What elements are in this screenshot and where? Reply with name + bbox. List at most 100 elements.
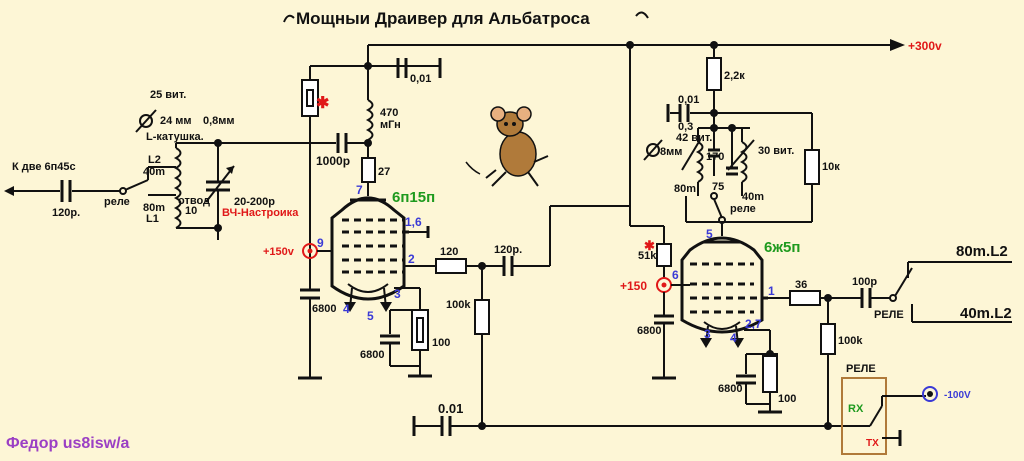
stage2-r51k bbox=[656, 243, 672, 267]
stage1-tube-envelope bbox=[330, 196, 406, 301]
stage2-tube-name: 6ж5п bbox=[764, 239, 800, 256]
stage2-c6800b: 6800 bbox=[718, 383, 742, 395]
stage2-turns2: 30 вит. bbox=[758, 145, 794, 157]
stage1-pin5: 5 bbox=[367, 309, 374, 323]
stage2-relay-arm bbox=[713, 198, 723, 219]
title-tilde-left bbox=[283, 14, 295, 23]
stage2-pin6: 6 bbox=[672, 268, 679, 282]
stage1-c6800a: 6800 bbox=[312, 303, 336, 315]
coil-dia-line bbox=[135, 109, 157, 133]
stage2-dia: 8мм bbox=[660, 146, 682, 158]
stage2-pin1: 1 bbox=[768, 284, 775, 298]
stage2-r36-label: 36 bbox=[795, 279, 807, 291]
stage2-band80: 80m bbox=[674, 183, 696, 195]
stage2-tube-envelope bbox=[680, 236, 764, 334]
stage2-r51k-label: 51k bbox=[638, 250, 657, 262]
stage1-choke-val: 470 bbox=[380, 107, 398, 119]
input-relay-contact bbox=[119, 187, 127, 195]
input-label: К две 6п45с bbox=[12, 161, 76, 173]
input-arrow bbox=[4, 186, 14, 196]
coil-dia: 24 мм bbox=[160, 115, 192, 127]
stage2-c6800a: 6800 bbox=[637, 325, 661, 337]
stage1-r100-label: 100 bbox=[432, 337, 450, 349]
title-tilde-right bbox=[635, 11, 649, 19]
stage2-pin3: 3 bbox=[704, 327, 711, 341]
stage1-pin7: 7 bbox=[356, 183, 363, 197]
stage1-r27 bbox=[361, 157, 376, 183]
relay-box-title: РЕЛЕ bbox=[846, 363, 876, 375]
coil-l2-band: 40m bbox=[143, 166, 165, 178]
input-cap-label: 120p. bbox=[52, 207, 80, 219]
input-coil bbox=[173, 147, 182, 229]
supply-minus100-label: -100V bbox=[944, 390, 971, 401]
stage2-r22k-label: 2,2к bbox=[724, 70, 745, 82]
output-40m-label: 40m.L2 bbox=[960, 305, 1012, 322]
supply-300v-label: +300v bbox=[908, 39, 942, 53]
stage1-pin2: 2 bbox=[408, 252, 415, 266]
adjust-mark: ✱ bbox=[316, 95, 329, 112]
stage2-cathode bbox=[703, 321, 741, 330]
stage1-tube-name: 6п15п bbox=[392, 189, 435, 206]
stage2-c75: 75 bbox=[712, 181, 724, 193]
coil-l1: L1 bbox=[146, 213, 159, 225]
coil-name: L-катушка. bbox=[146, 131, 204, 143]
input-relay-arm bbox=[124, 179, 149, 191]
stage1-c-top: 0,01 bbox=[410, 73, 431, 85]
coupling-r120-label: 120 bbox=[440, 246, 458, 258]
relay-box bbox=[841, 377, 887, 455]
output-80m-label: 80m.L2 bbox=[956, 243, 1008, 260]
tune-range: 20-200p bbox=[234, 196, 275, 208]
rail-arrow bbox=[890, 39, 905, 51]
bias-cap-label: 0.01 bbox=[438, 401, 463, 416]
stage1-choke-unit: мГн bbox=[380, 119, 401, 131]
stage1-choke bbox=[365, 99, 374, 141]
stage2-dia-icon bbox=[646, 143, 660, 157]
stage2-c170: 170 bbox=[706, 151, 724, 163]
coil-tap-num: 10 bbox=[185, 205, 197, 217]
coil-tap: отвод bbox=[178, 195, 210, 207]
stage2-r100 bbox=[762, 355, 778, 393]
stage2-adjust-mark: ✱ bbox=[644, 238, 655, 253]
stage1-pin9: 9 bbox=[317, 236, 324, 250]
coupling-r100k bbox=[474, 299, 490, 335]
output-relay-label: РЕЛЕ bbox=[874, 309, 904, 321]
coil-l1-band: 80m bbox=[143, 202, 165, 214]
stage2-turns: 42 вит. bbox=[676, 132, 712, 144]
stage2-r10k bbox=[804, 149, 820, 185]
stage1-bias: +150v bbox=[263, 246, 295, 258]
stage2-r22k bbox=[706, 57, 722, 91]
stage2-turns-dia: 0,3 bbox=[678, 121, 693, 133]
input-relay-label: реле bbox=[104, 196, 130, 208]
relay-tx-label: TX bbox=[866, 438, 879, 449]
stage1-pin4: 4 bbox=[343, 302, 350, 316]
stage2-bias: +150 bbox=[620, 279, 647, 293]
stage2-band40: 40m bbox=[742, 191, 764, 203]
stage1-c1000: 1000p bbox=[316, 154, 350, 168]
stage2-coil-80m bbox=[695, 141, 704, 183]
author-credit: Федор us8isw/a bbox=[6, 435, 130, 452]
coupling-c120: 120p. bbox=[494, 244, 522, 256]
coupling-r120 bbox=[435, 258, 467, 274]
relay-box-arm bbox=[869, 405, 883, 427]
mouse-cartoon bbox=[465, 106, 549, 187]
coil-dia-icon bbox=[139, 114, 153, 128]
stage1-c6800b: 6800 bbox=[360, 349, 384, 361]
stage2-r100-label: 100 bbox=[778, 393, 796, 405]
stage1-r27-label: 27 bbox=[378, 166, 390, 178]
coil-wire: 0,8мм bbox=[203, 115, 235, 127]
stage2-pin5: 5 bbox=[706, 227, 713, 241]
stage1-pin16: 1,6 bbox=[405, 215, 422, 229]
stage2-relay: реле bbox=[730, 203, 756, 215]
stage2-r36 bbox=[789, 290, 821, 306]
schematic-title: Мощныи Драивер для Альбатроса bbox=[296, 9, 590, 28]
coupling-r100k-label: 100k bbox=[446, 299, 471, 311]
relay-rx-label: RX bbox=[848, 403, 864, 415]
tune-label: ВЧ-Настроика bbox=[222, 207, 299, 219]
coil-turns: 25 вит. bbox=[150, 89, 186, 101]
tune-cap-arrow bbox=[205, 165, 235, 203]
stage2-c001: 0,01 bbox=[678, 94, 699, 106]
stage1-cathode bbox=[347, 283, 389, 293]
stage2-pin27: 2,7 bbox=[745, 317, 762, 331]
stage2-r100k-label: 100k bbox=[838, 335, 863, 347]
